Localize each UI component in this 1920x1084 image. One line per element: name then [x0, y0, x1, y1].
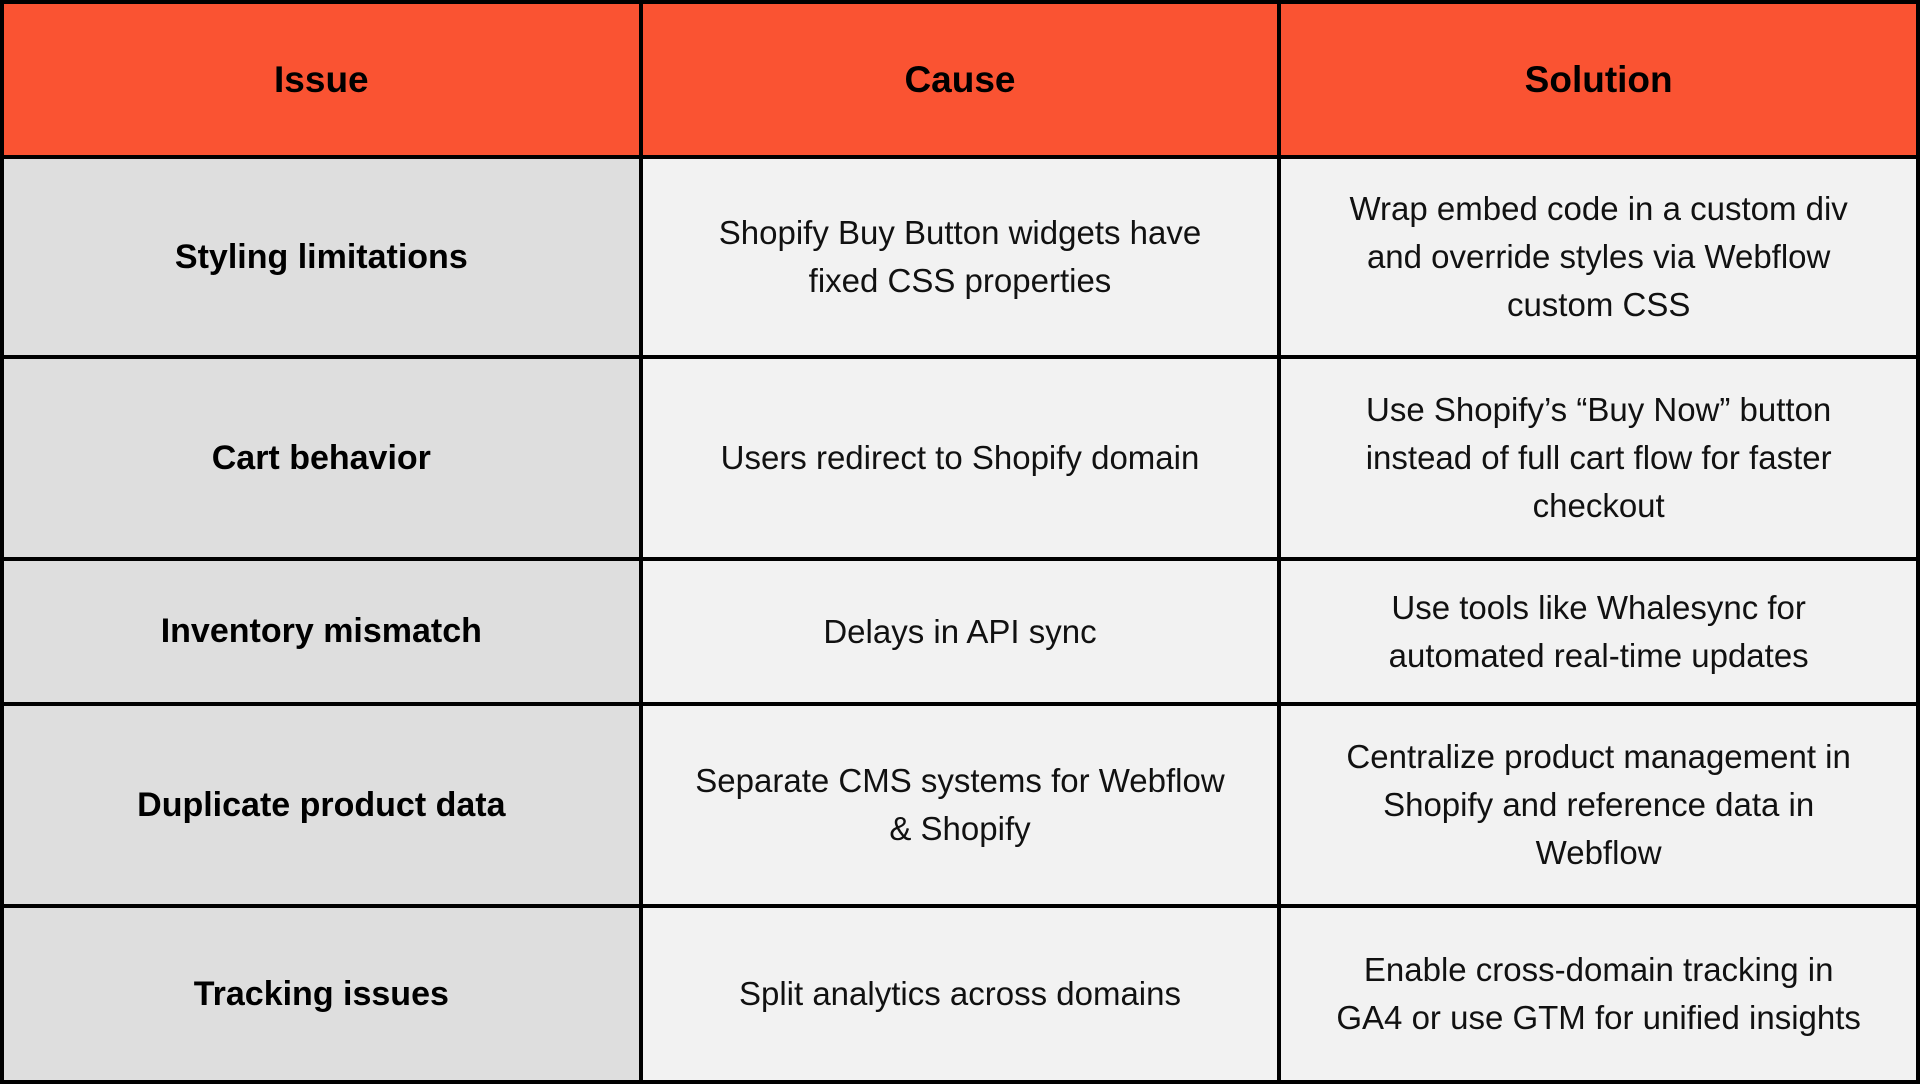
- solution-cell: Use Shopify’s “Buy Now” button instead o…: [1277, 355, 1920, 561]
- issue-cell: Tracking issues: [0, 904, 643, 1084]
- cause-cell: Users redirect to Shopify domain: [638, 355, 1282, 561]
- table-row: Tracking issues Split analytics across d…: [0, 904, 1920, 1084]
- table-row: Duplicate product data Separate CMS syst…: [0, 702, 1920, 908]
- issue-cell: Inventory mismatch: [0, 557, 643, 706]
- cause-cell: Delays in API sync: [638, 557, 1282, 706]
- solution-cell: Centralize product management in Shopify…: [1277, 702, 1920, 908]
- header-row: Issue Cause Solution: [0, 0, 1920, 159]
- column-header-cause: Cause: [638, 0, 1282, 159]
- solution-cell: Use tools like Whalesync for automated r…: [1277, 557, 1920, 706]
- column-header-issue: Issue: [0, 0, 643, 159]
- table-row: Inventory mismatch Delays in API sync Us…: [0, 557, 1920, 706]
- cause-cell: Split analytics across domains: [638, 904, 1282, 1084]
- issue-cell: Cart behavior: [0, 355, 643, 561]
- issue-cell: Styling limitations: [0, 155, 643, 359]
- column-header-solution: Solution: [1277, 0, 1920, 159]
- cause-cell: Shopify Buy Button widgets have fixed CS…: [638, 155, 1282, 359]
- table-row: Styling limitations Shopify Buy Button w…: [0, 155, 1920, 359]
- solution-cell: Enable cross-domain tracking in GA4 or u…: [1277, 904, 1920, 1084]
- table-row: Cart behavior Users redirect to Shopify …: [0, 355, 1920, 561]
- cause-cell: Separate CMS systems for Webflow & Shopi…: [638, 702, 1282, 908]
- solution-cell: Wrap embed code in a custom div and over…: [1277, 155, 1920, 359]
- issue-cell: Duplicate product data: [0, 702, 643, 908]
